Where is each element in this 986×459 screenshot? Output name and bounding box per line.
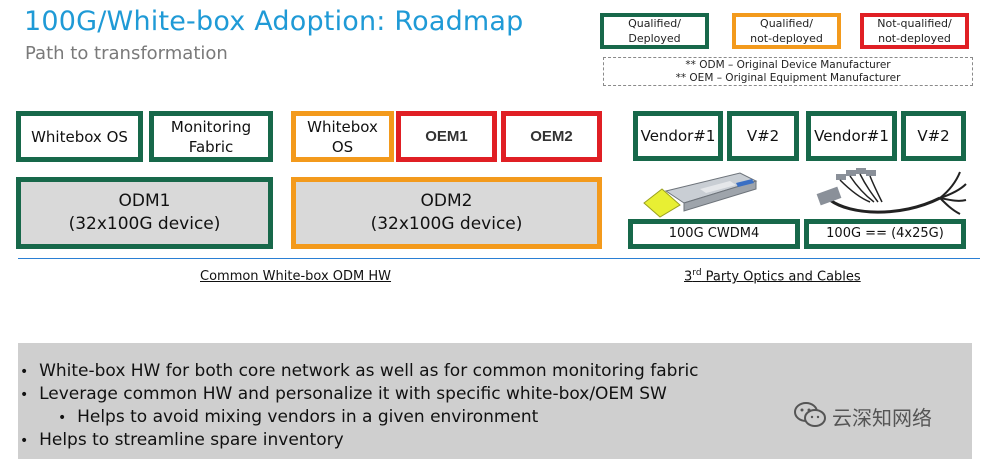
box-label-line: Whitebox [307, 117, 378, 136]
box-label-line: ODM2 [420, 191, 473, 211]
v2-cables-box: V#2 [901, 111, 966, 161]
odm-hw-caption: Common White-box ODM HW [200, 269, 392, 284]
bullet-text: Leverage common HW and personalize it wi… [39, 384, 667, 404]
bullet-dot: • [20, 387, 29, 403]
bullet-text: Helps to streamline spare inventory [39, 430, 344, 450]
box-label: Vendor#1 [814, 127, 889, 145]
caption-superscript: rd [692, 268, 702, 278]
box-label: V#2 [746, 127, 780, 145]
bullet-dot: • [20, 364, 29, 380]
legend-text-line: Qualified/ [628, 17, 681, 30]
box-label-line: ODM1 [118, 191, 171, 211]
divider-line [18, 258, 980, 259]
v2-optics-box: V#2 [727, 111, 799, 161]
bullet-item: • White-box HW for both core network as … [20, 361, 699, 381]
legend-text-line: not-deployed [750, 32, 823, 45]
bullet-text: Helps to avoid mixing vendors in a given… [77, 407, 539, 427]
bullet-item: • Leverage common HW and personalize it … [20, 384, 667, 404]
abbreviation-note: ** ODM – Original Device Manufacturer **… [603, 57, 973, 86]
box-label-line: OS [331, 137, 354, 156]
box-label: Whitebox OS [31, 127, 128, 146]
wechat-icon [794, 402, 826, 427]
box-label-line: Fabric [188, 137, 234, 156]
oem2-box: OEM2 [501, 111, 602, 162]
watermark-text: 云深知网络 [832, 406, 932, 430]
bullet-text: White-box HW for both core network as we… [39, 361, 699, 381]
caption-text: Party Optics and Cables [701, 269, 861, 285]
box-label: V#2 [917, 127, 950, 145]
optics-caption: 3rd Party Optics and Cables [684, 268, 861, 284]
legend-qualified-deployed: Qualified/ Deployed [600, 13, 709, 49]
box-label: 100G == (4x25G) [826, 226, 944, 241]
abbrev-odm: ** ODM – Original Device Manufacturer [685, 59, 891, 71]
box-label-line: (32x100G device) [370, 214, 523, 234]
breakout-cable-image [816, 168, 967, 215]
bullet-dot: • [58, 410, 67, 426]
vendor1-optics-box: Vendor#1 [633, 111, 723, 161]
abbrev-oem: ** OEM – Original Equipment Manufacturer [675, 72, 901, 84]
page-subtitle: Path to transformation [25, 43, 228, 64]
optical-transceiver-image [643, 172, 758, 218]
oem1-box: OEM1 [396, 111, 497, 162]
box-label-line: (32x100G device) [68, 214, 221, 234]
box-label: Vendor#1 [640, 127, 716, 145]
summary-panel [18, 343, 972, 459]
cable-label-box: 100G == (4x25G) [804, 219, 966, 249]
box-label: OEM1 [425, 127, 468, 145]
monitoring-fabric-box: Monitoring Fabric [149, 111, 273, 162]
box-label: 100G CWDM4 [668, 226, 760, 241]
whitebox-os-box: Whitebox OS [16, 111, 143, 162]
legend-text-line: Deployed [628, 32, 681, 45]
box-label-line: Monitoring [170, 117, 252, 136]
bullet-item: • Helps to streamline spare inventory [20, 430, 344, 450]
bullet-dot: • [20, 433, 29, 449]
optic-label-box: 100G CWDM4 [628, 219, 800, 249]
box-label: OEM2 [530, 127, 573, 145]
odm2-box: ODM2 (32x100G device) [291, 177, 602, 249]
odm1-box: ODM1 (32x100G device) [16, 177, 273, 249]
legend-not-qualified-not-deployed: Not-qualified/ not-deployed [860, 13, 969, 49]
page-title: 100G/White-box Adoption: Roadmap [24, 6, 524, 37]
sub-bullet-item: • Helps to avoid mixing vendors in a giv… [58, 407, 538, 427]
legend-text-line: not-deployed [878, 32, 951, 45]
legend-text-line: Not-qualified/ [877, 17, 952, 30]
caption-ordinal: 3 [684, 269, 693, 285]
legend-qualified-not-deployed: Qualified/ not-deployed [732, 13, 841, 49]
legend-text-line: Qualified/ [760, 17, 813, 30]
vendor1-cables-box: Vendor#1 [806, 111, 897, 161]
whitebox-os-box-2: Whitebox OS [291, 111, 394, 162]
